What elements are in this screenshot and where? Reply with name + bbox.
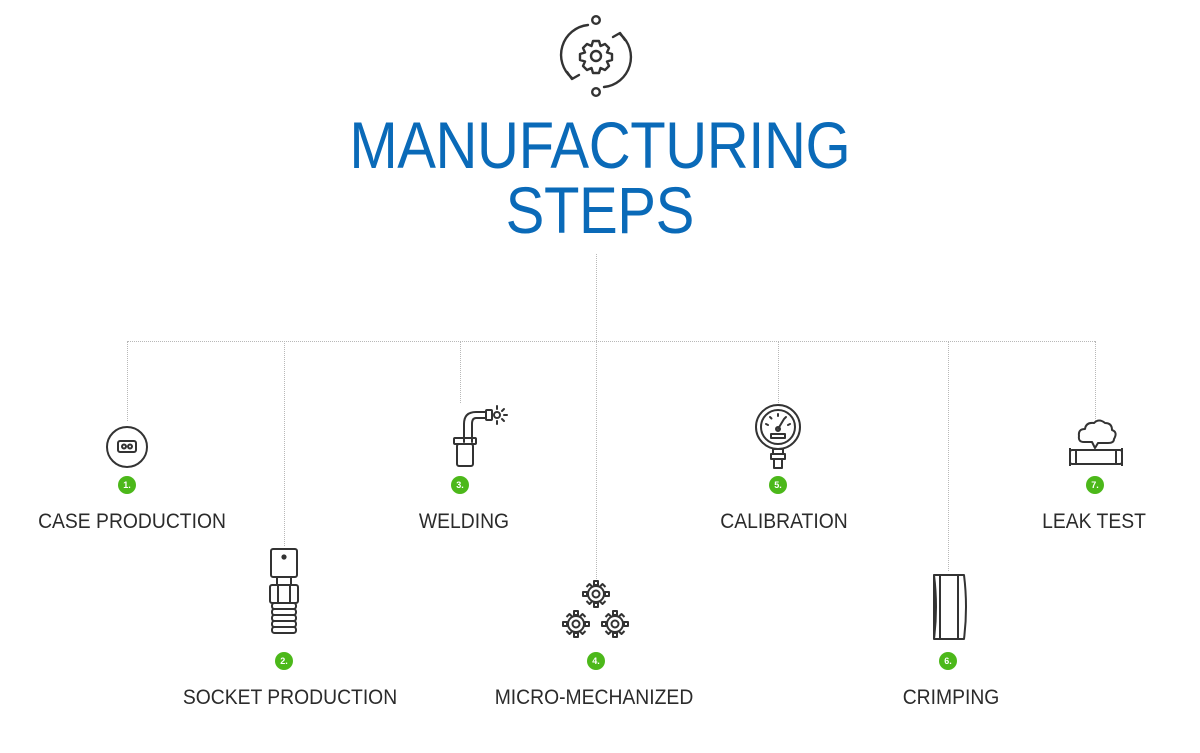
step-4-label: MICRO-MECHANIZED (494, 686, 694, 709)
step-5-badge: 5. (769, 476, 787, 494)
gear-cycle-icon (559, 15, 633, 97)
trunk-connector (596, 254, 597, 341)
step-6-badge: 6. (939, 652, 957, 670)
step-2-connector (284, 341, 285, 546)
step-7-connector (1095, 341, 1096, 421)
step-4-connector (596, 341, 597, 579)
leaking-pipe-icon (1069, 419, 1123, 466)
step-1-label: CASE PRODUCTION (38, 510, 226, 533)
step-6-connector (948, 341, 949, 571)
gears-icon (562, 580, 629, 638)
socket-icon (269, 548, 299, 634)
branch-connector (127, 341, 1095, 342)
step-4-badge: 4. (587, 652, 605, 670)
welding-torch-icon (453, 405, 508, 467)
step-3-label: WELDING (418, 510, 510, 533)
step-1-connector (127, 341, 128, 421)
case-icon (106, 426, 148, 468)
step-7-label: LEAK TEST (1042, 510, 1146, 533)
step-5-label: CALIBRATION (720, 510, 848, 533)
step-3-connector (460, 341, 461, 403)
step-7-badge: 7. (1086, 476, 1104, 494)
page-title-line-2: STEPS (505, 173, 695, 247)
page-title-line-1: MANUFACTURING (349, 108, 851, 182)
pressure-gauge-icon (755, 404, 801, 469)
step-5-connector (778, 341, 779, 403)
step-2-badge: 2. (275, 652, 293, 670)
step-2-label: SOCKET PRODUCTION (182, 686, 398, 709)
step-1-badge: 1. (118, 476, 136, 494)
step-3-badge: 3. (451, 476, 469, 494)
step-6-label: CRIMPING (902, 686, 1000, 709)
crimp-ring-icon (933, 574, 967, 640)
